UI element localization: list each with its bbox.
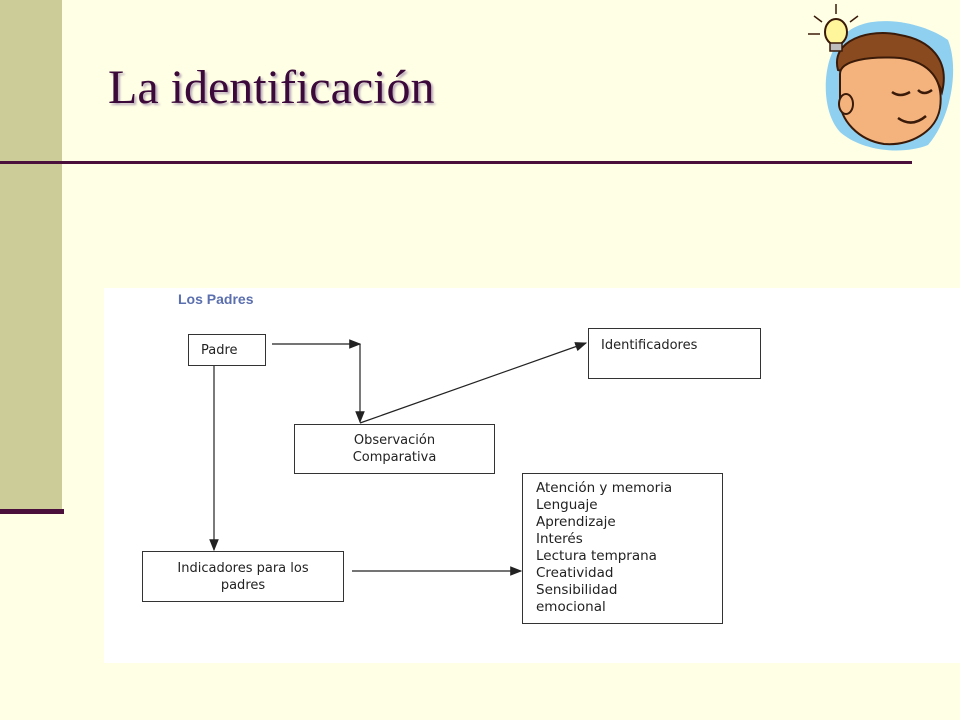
flow-diagram: Los Padres Padre Identificadores Observa… — [104, 288, 960, 663]
list-item: Lectura temprana — [536, 548, 657, 564]
sidebar-accent-line — [0, 509, 64, 514]
areas-list: Atención y memoria Lenguaje Aprendizaje … — [536, 480, 722, 616]
list-item: Sensibilidad — [536, 582, 618, 598]
list-item: Atención y memoria — [536, 480, 673, 496]
node-areas: Atención y memoria Lenguaje Aprendizaje … — [522, 473, 723, 624]
slide-sidebar — [0, 0, 62, 512]
idea-lightbulb-face-icon — [808, 4, 954, 151]
list-item: Lenguaje — [536, 497, 598, 513]
title-underline — [0, 161, 912, 164]
node-indicadores: Indicadores para los padres — [142, 551, 344, 602]
node-padre: Padre — [188, 334, 266, 366]
node-observacion: Observación Comparativa — [294, 424, 495, 474]
diagram-connectors — [209, 339, 588, 576]
list-item: Creatividad — [536, 565, 614, 581]
list-item: Interés — [536, 531, 583, 547]
list-item: emocional — [536, 599, 606, 615]
node-identificadores-label: Identificadores — [601, 338, 698, 353]
node-identificadores: Identificadores — [588, 328, 761, 379]
node-indicadores-label: Indicadores para los padres — [177, 560, 309, 593]
node-padre-label: Padre — [201, 342, 238, 358]
slide-title: La identificación — [108, 61, 435, 114]
node-observacion-label: Observación Comparativa — [352, 433, 437, 465]
diagram-title: Los Padres — [178, 291, 254, 307]
list-item: Aprendizaje — [536, 514, 616, 530]
edge-observacion-identificadores — [359, 342, 588, 424]
